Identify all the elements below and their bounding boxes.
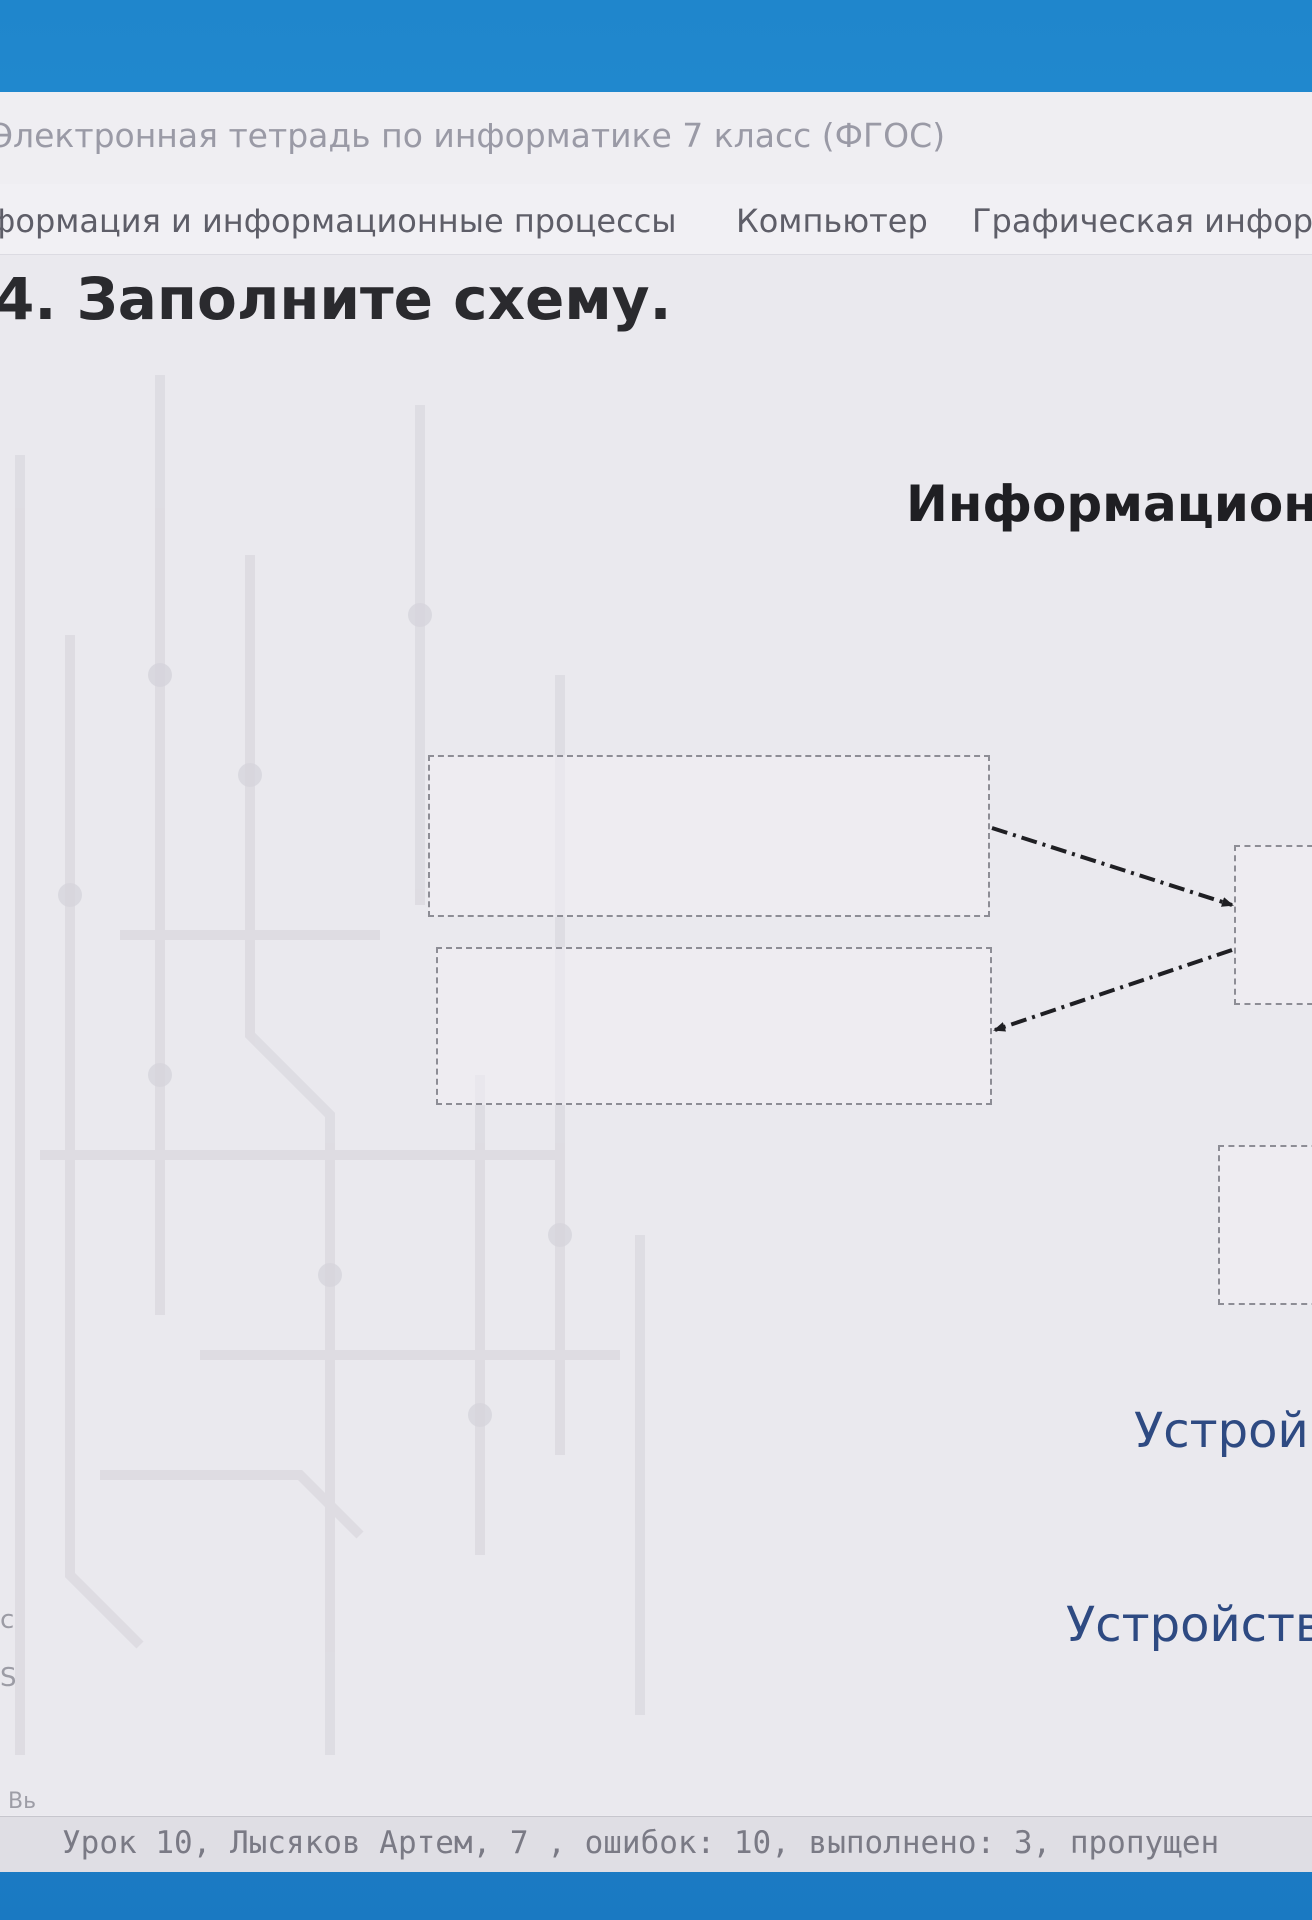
answer-box-4[interactable] xyxy=(1218,1145,1312,1305)
status-text: Урок 10, Лысяков Артем, 7 , ошибок: 10, … xyxy=(62,1825,1220,1861)
status-left-fragment: Вь xyxy=(8,1789,37,1814)
left-fragment-1: с xyxy=(0,1605,15,1635)
lesson-content: 4. Заполните схему. Информацион Устрой У… xyxy=(0,255,1312,1815)
menu-item-graphic-information[interactable]: Графическая инфор xyxy=(972,202,1312,240)
left-fragment-2: S xyxy=(0,1663,17,1693)
arrow-from-center xyxy=(993,948,1233,1032)
window-title: Электронная тетрадь по информатике 7 кла… xyxy=(0,116,946,155)
task-heading: 4. Заполните схему. xyxy=(0,265,672,333)
app-window: Электронная тетрадь по информатике 7 кла… xyxy=(0,92,1312,1872)
device-label-2: Устройств xyxy=(1066,1597,1312,1653)
status-bar: Вь Урок 10, Лысяков Артем, 7 , ошибок: 1… xyxy=(0,1789,1312,1872)
menu-item-information-processes[interactable]: формация и информационные процессы xyxy=(0,202,677,240)
left-edge-fragments: с S xyxy=(0,1605,28,1815)
arrow-to-center xyxy=(991,826,1234,907)
answer-box-1[interactable] xyxy=(428,755,990,917)
answer-box-2[interactable] xyxy=(436,947,992,1105)
device-label-1: Устрой xyxy=(1134,1403,1309,1459)
answer-box-3[interactable] xyxy=(1234,845,1312,1005)
menu-item-computer[interactable]: Компьютер xyxy=(736,202,928,240)
title-bar: Электронная тетрадь по информатике 7 кла… xyxy=(0,92,1312,184)
diagram-title: Информацион xyxy=(906,475,1312,533)
menu-bar: формация и информационные процессы Компь… xyxy=(0,184,1312,255)
